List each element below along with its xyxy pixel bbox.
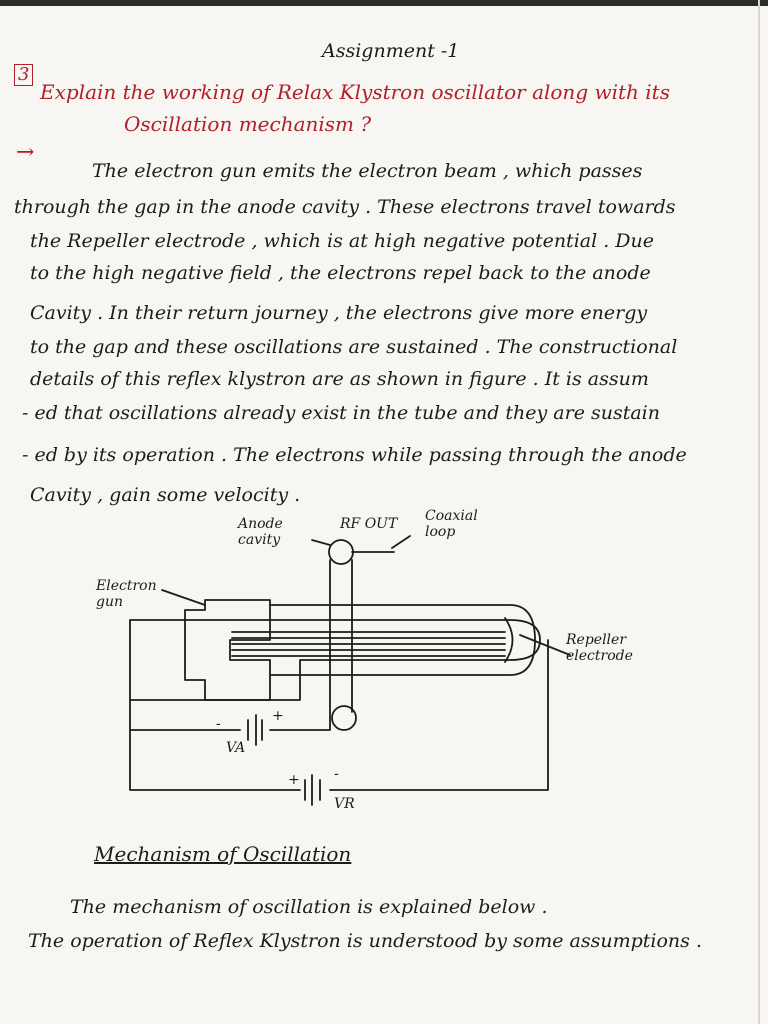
circuit-va-right — [269, 711, 331, 731]
answer-line-2: through the gap in the anode cavity . Th… — [14, 196, 676, 218]
va-minus-sign: - — [216, 716, 221, 732]
answer-line-1: The electron gun emits the electron beam… — [92, 160, 643, 182]
anode-cavity-top — [328, 539, 354, 565]
beam-tube — [269, 604, 536, 676]
answer-line-8: - ed that oscillations already exist in … — [22, 402, 660, 424]
gun-label-arrow — [161, 589, 206, 606]
answer-line-4: to the high negative field , the electro… — [30, 262, 651, 284]
page-margin-line — [758, 0, 760, 1024]
rf-out-label: RF OUT — [340, 516, 398, 532]
answer-line-3: the Repeller electrode , which is at hig… — [30, 230, 655, 252]
coaxial-label-arrow — [391, 535, 411, 549]
answer-line-5: Cavity . In their return journey , the e… — [30, 302, 648, 324]
mechanism-line-1: The mechanism of oscillation is explaine… — [70, 896, 548, 918]
va-plus-sign: + — [272, 708, 284, 724]
gun-housing — [184, 599, 271, 701]
mechanism-heading: Mechanism of Oscillation — [94, 842, 352, 866]
anode-cavity-bottom — [331, 705, 357, 731]
circuit-vr-right — [329, 639, 549, 791]
vr-minus-sign: - — [334, 766, 339, 782]
question-line-2: Oscillation mechanism ? — [124, 112, 372, 136]
question-line-1: Explain the working of Relax Klystron os… — [40, 80, 670, 104]
repeller-electrode — [504, 617, 514, 663]
question-number: 3 — [14, 64, 34, 86]
page-top-edge — [0, 0, 768, 6]
answer-line-10: Cavity , gain some velocity . — [30, 484, 301, 506]
assignment-title: Assignment -1 — [322, 40, 460, 62]
va-label: VA — [226, 740, 246, 756]
answer-line-9: - ed by its operation . The electrons wh… — [22, 444, 687, 466]
answer-line-6: to the gap and these oscillations are su… — [30, 336, 678, 358]
mechanism-line-2: The operation of Reflex Klystron is unde… — [28, 930, 702, 952]
anode-label-arrow — [311, 539, 331, 546]
vr-plus-sign: + — [288, 772, 300, 788]
answer-line-7: details of this reflex klystron are as s… — [30, 368, 649, 390]
vr-label: VR — [334, 796, 355, 812]
answer-arrow-icon: → — [16, 140, 35, 165]
repeller-label-arrow — [519, 634, 571, 656]
